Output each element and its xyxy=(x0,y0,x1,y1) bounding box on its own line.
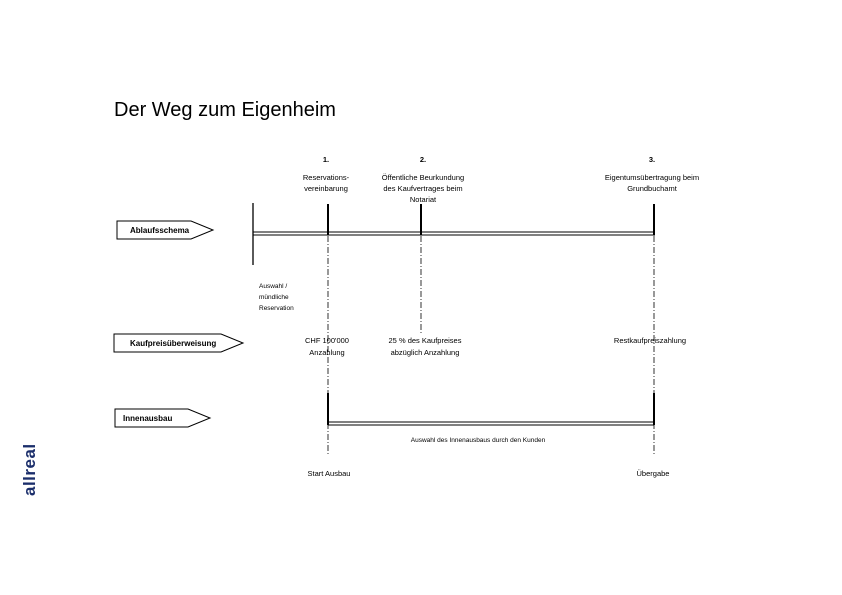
interior-start-label: Start Ausbau xyxy=(308,469,351,478)
payment-3-text: Restkaufpreiszahlung xyxy=(614,336,686,345)
milestone-2-number: 2. xyxy=(420,155,426,164)
lane-arrow-shape xyxy=(113,333,245,353)
lane-arrow-shape xyxy=(116,220,215,240)
lane-arrow-shape xyxy=(114,408,212,428)
milestone-3-label: Grundbuchamt xyxy=(627,184,678,193)
lane-kaufpreisueberweisung: Kaufpreisüberweisung xyxy=(113,333,245,353)
milestone-2-label: Notariat xyxy=(410,195,437,204)
start-note: Reservation xyxy=(259,305,294,312)
page-title: Der Weg zum Eigenheim xyxy=(114,99,336,121)
payment-2-text: abzüglich Anzahlung xyxy=(391,348,460,357)
payment-2-text: 25 % des Kaufpreises xyxy=(389,336,462,345)
lane-innenausbau: Innenausbau xyxy=(114,408,212,428)
lane-label-innenausbau: Innenausbau xyxy=(123,414,172,423)
milestone-3-number: 3. xyxy=(649,155,655,164)
lane-ablaufsschema: Ablaufsschema xyxy=(116,220,215,240)
milestone-2-label: des Kaufvertrages beim xyxy=(383,184,462,193)
milestone-1-label: Reservations- xyxy=(303,173,350,182)
milestone-1-label: vereinbarung xyxy=(304,184,348,193)
interior-end-label: Übergabe xyxy=(637,469,670,478)
lane-label-ablaufsschema: Ablaufsschema xyxy=(130,226,190,235)
payment-1-text: Anzahlung xyxy=(309,348,344,357)
milestone-3-label: Eigentumsübertragung beim xyxy=(605,173,699,182)
lane-label-kaufpreisueberweisung: Kaufpreisüberweisung xyxy=(130,339,216,348)
start-note: Auswahl / xyxy=(259,283,287,290)
milestone-2-label: Öffentliche Beurkundung xyxy=(382,173,464,182)
interior-span-label: Auswahl des Innenausbaus durch den Kunde… xyxy=(411,437,546,444)
payment-1-text: CHF 100'000 xyxy=(305,336,349,345)
milestone-1-number: 1. xyxy=(323,155,329,164)
start-note: mündliche xyxy=(259,294,289,301)
